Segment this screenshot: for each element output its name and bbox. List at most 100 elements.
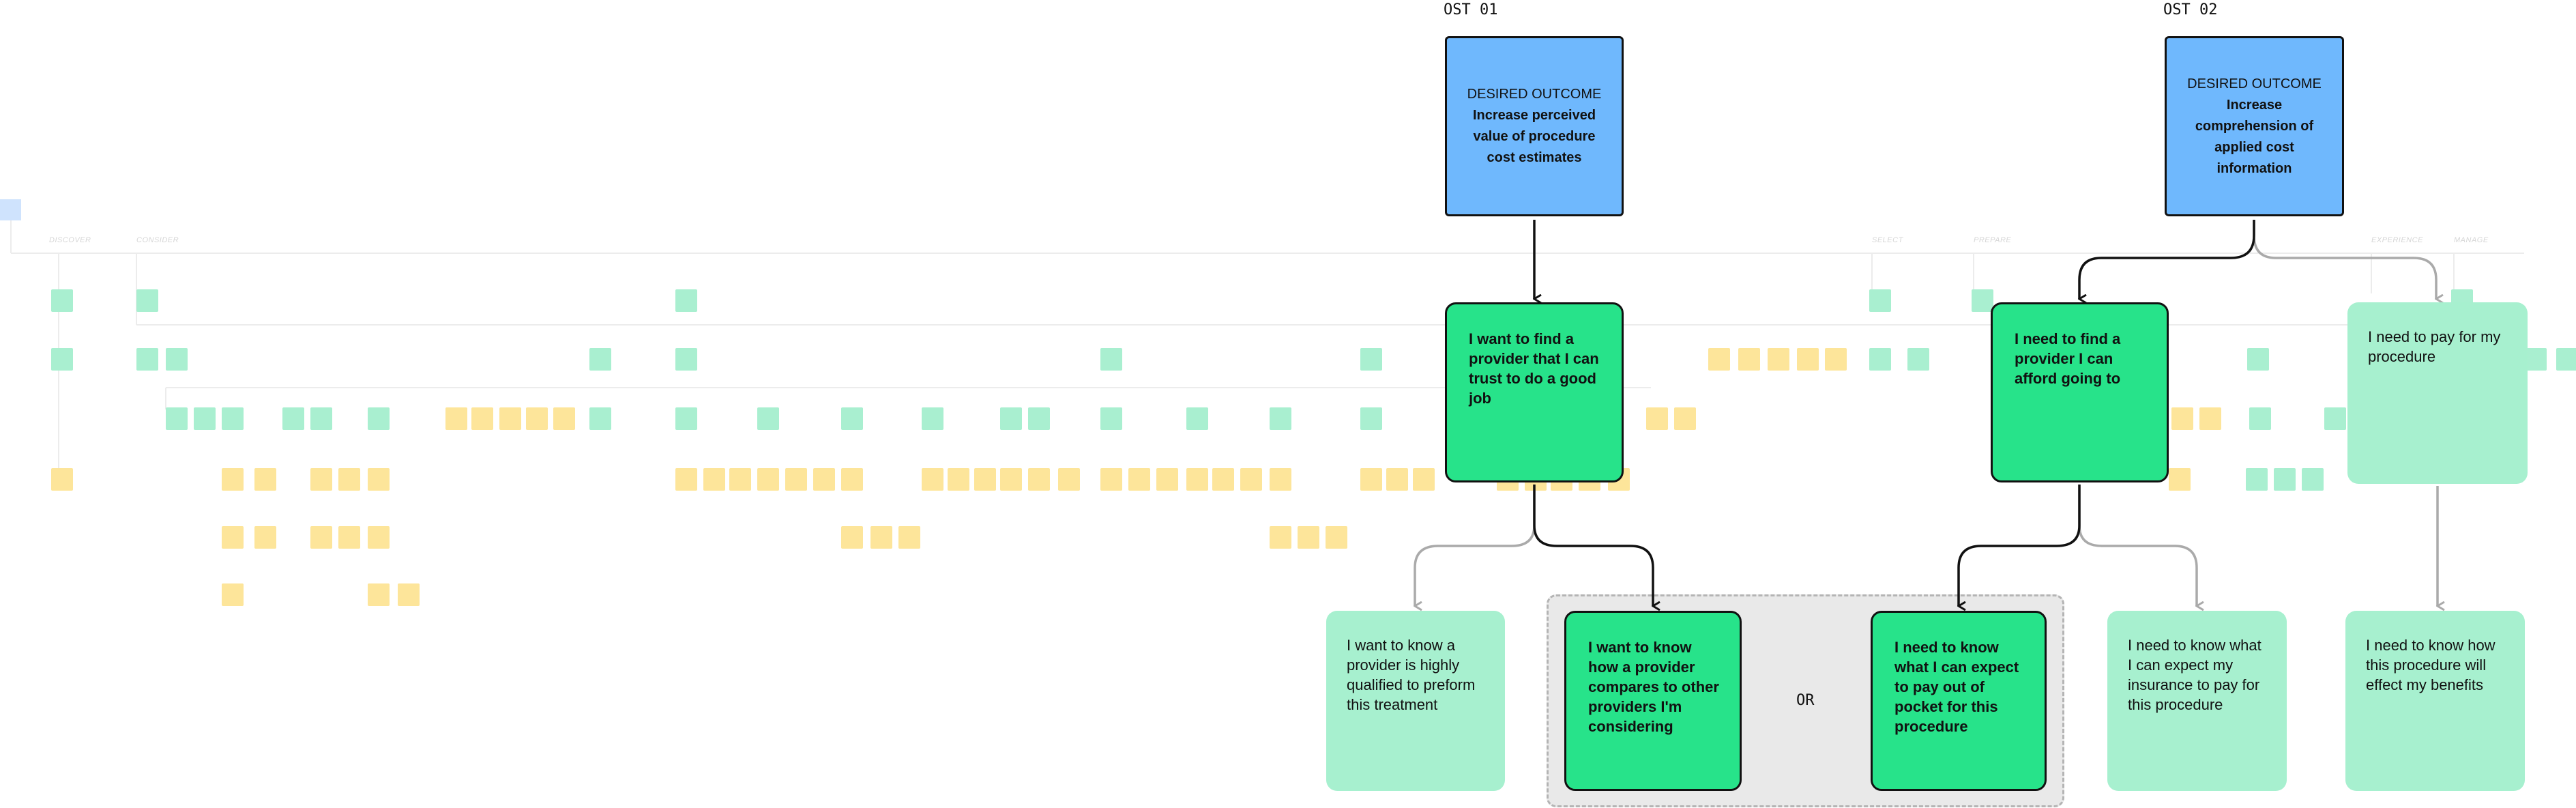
ost2-desired-outcome[interactable]: DESIRED OUTCOME Increase comprehension o… xyxy=(2165,36,2344,216)
sticky-note xyxy=(1360,348,1382,371)
arrow-opp1-to-child-b xyxy=(1533,485,1653,606)
sticky-note xyxy=(675,468,697,491)
ost1-outcome-heading: DESIRED OUTCOME xyxy=(1467,87,1602,102)
phase-label-select: SELECT xyxy=(1872,236,1903,244)
sticky-note xyxy=(222,526,244,549)
sticky-note xyxy=(136,289,158,312)
sticky-note xyxy=(1298,526,1319,549)
sticky-note xyxy=(398,583,420,606)
arrow-opp2-to-child-c xyxy=(1959,485,2081,606)
sticky-note xyxy=(368,407,390,430)
sticky-note xyxy=(1646,407,1668,430)
sticky-note xyxy=(1413,468,1435,491)
sticky-note xyxy=(166,407,188,430)
sticky-note xyxy=(1156,468,1178,491)
sticky-note xyxy=(757,468,779,491)
sticky-note xyxy=(1738,348,1760,371)
sticky-note xyxy=(222,407,244,430)
ost1-label: OST 01 xyxy=(1444,1,1498,18)
sticky-note xyxy=(1058,468,1080,491)
sticky-note xyxy=(338,468,360,491)
phase-label-manage: MANAGE xyxy=(2454,236,2489,244)
ost2-outcome-heading: DESIRED OUTCOME xyxy=(2187,76,2322,91)
sticky-note xyxy=(898,526,920,549)
sticky-note xyxy=(1186,407,1208,430)
sticky-note xyxy=(368,583,390,606)
sticky-note xyxy=(499,407,521,430)
phase-label-prepare: PREPARE xyxy=(1974,236,2012,244)
sticky-note xyxy=(2199,407,2221,430)
sticky-note xyxy=(445,407,467,430)
sticky-note xyxy=(254,526,276,549)
sticky-note xyxy=(1869,289,1891,312)
sticky-note xyxy=(1240,468,1262,491)
sticky-note xyxy=(51,468,73,491)
sticky-note xyxy=(1360,407,1382,430)
sticky-note xyxy=(2169,468,2191,491)
sticky-note xyxy=(1674,407,1696,430)
sticky-note xyxy=(703,468,725,491)
sticky-note xyxy=(974,468,996,491)
sticky-note xyxy=(589,348,611,371)
sticky-note xyxy=(1270,468,1291,491)
sticky-note xyxy=(1028,407,1050,430)
sticky-note xyxy=(368,526,390,549)
sticky-note xyxy=(471,407,493,430)
sticky-note xyxy=(282,407,304,430)
ost1-desired-outcome[interactable]: DESIRED OUTCOME Increase perceived value… xyxy=(1445,36,1624,216)
ost1-child-qualified[interactable]: I want to know a provider is highly qual… xyxy=(1326,611,1505,791)
sticky-note xyxy=(2171,407,2193,430)
sticky-note xyxy=(136,348,158,371)
sticky-note xyxy=(1326,526,1347,549)
sticky-note xyxy=(1212,468,1234,491)
ost2-child-insurance[interactable]: I need to know what I can expect my insu… xyxy=(2107,611,2287,791)
sticky-note xyxy=(675,289,697,312)
sticky-note xyxy=(1386,468,1408,491)
sticky-note xyxy=(785,468,807,491)
or-label: OR xyxy=(1796,692,1815,709)
sticky-note xyxy=(922,468,943,491)
sticky-note xyxy=(338,526,360,549)
sticky-note xyxy=(841,468,863,491)
sticky-note xyxy=(1270,407,1291,430)
sticky-note xyxy=(2556,348,2576,371)
sticky-note xyxy=(1100,468,1122,491)
sticky-note xyxy=(1907,348,1929,371)
phase-label-consider: CONSIDER xyxy=(136,236,179,244)
sticky-note xyxy=(870,526,892,549)
sticky-note xyxy=(2302,468,2324,491)
sticky-note xyxy=(310,526,332,549)
sticky-note xyxy=(1000,407,1022,430)
arrow-opp1-to-child-a xyxy=(1415,485,1536,606)
ost2-child-out-of-pocket[interactable]: I need to know what I can expect to pay … xyxy=(1871,611,2047,791)
sticky-note xyxy=(166,348,188,371)
sticky-note xyxy=(51,348,73,371)
phase-label-experience: EXPERIENCE xyxy=(2371,236,2423,244)
sticky-note xyxy=(1869,348,1891,371)
sticky-note xyxy=(2525,348,2547,371)
ost2-opportunity-secondary[interactable]: I need to pay for my procedure xyxy=(2347,302,2528,484)
ost1-outcome-text: Increase perceived value of procedure co… xyxy=(1472,108,1596,165)
arrow-outcome2-to-opp2 xyxy=(2079,220,2255,299)
ost2-opportunity[interactable]: I need to find a provider I can afford g… xyxy=(1991,302,2169,482)
sticky-note xyxy=(1100,348,1122,371)
phase-label-discover: DISCOVER xyxy=(49,236,91,244)
sticky-note xyxy=(757,407,779,430)
sticky-note xyxy=(948,468,969,491)
ost2-child-benefits[interactable]: I need to know how this procedure will e… xyxy=(2345,611,2525,791)
ost1-opportunity[interactable]: I want to find a provider that I can tru… xyxy=(1445,302,1624,482)
sticky-note xyxy=(222,468,244,491)
sticky-note xyxy=(2247,348,2269,371)
sticky-note xyxy=(1972,289,1993,312)
sticky-note xyxy=(194,407,216,430)
sticky-note xyxy=(310,407,332,430)
sticky-note xyxy=(526,407,548,430)
sticky-note xyxy=(222,583,244,606)
sticky-note xyxy=(2249,407,2271,430)
ost2-outcome-text: Increase comprehension of applied cost i… xyxy=(2195,97,2314,176)
sticky-note xyxy=(2274,468,2296,491)
sticky-note xyxy=(841,407,863,430)
root-outcome-sticky xyxy=(0,199,21,220)
ost1-child-compare[interactable]: I want to know how a provider compares t… xyxy=(1564,611,1742,791)
